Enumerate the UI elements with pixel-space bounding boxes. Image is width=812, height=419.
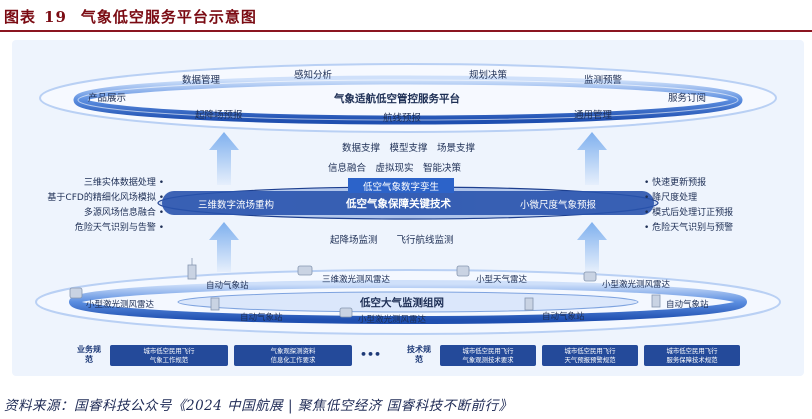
station-label: 自动气象站 bbox=[542, 312, 585, 322]
station-label: 三维激光测风雷达 bbox=[322, 275, 391, 285]
right-bullet: 快速更新预报 bbox=[644, 176, 800, 191]
tech-standards-heading: 技术规范 bbox=[407, 345, 431, 364]
platform-item: 产品展示 bbox=[88, 93, 127, 104]
standard-line: 信息化工作要求 bbox=[270, 355, 316, 364]
right-bullet: 危险天气识别与预警 bbox=[644, 221, 800, 236]
standards-bar: 业务规范 城市低空民用飞行 气象工作规范 气象观探测资料 信息化工作要求 •••… bbox=[74, 344, 742, 367]
right-bullet: 模式后处理订正预报 bbox=[644, 206, 800, 221]
top-platform-title: 气象适航低空管控服务平台 bbox=[334, 93, 460, 105]
station-label: 自动气象站 bbox=[666, 300, 709, 310]
platform-item: 通用管理 bbox=[574, 110, 613, 121]
figure-title: 气象低空服务平台示意图 bbox=[80, 8, 257, 26]
diagram-panel: 数据管理 感知分析 规划决策 监测预警 产品展示 服务订阅 气象适航低空管控服务… bbox=[12, 40, 804, 376]
standard-line: 服务保障技术规范 bbox=[666, 355, 718, 364]
standard-line: 气象工作规范 bbox=[149, 355, 189, 364]
standard-line: 城市低空民用飞行 bbox=[564, 346, 616, 355]
bottom-network-title: 低空大气监测组网 bbox=[360, 297, 444, 309]
diagram-graphics bbox=[35, 63, 781, 335]
platform-item: 服务订阅 bbox=[668, 93, 707, 104]
more-items-ellipsis: ••• bbox=[360, 348, 382, 361]
standard-line: 城市低空民用飞行 bbox=[462, 346, 514, 355]
business-standards-heading: 业务规范 bbox=[77, 345, 101, 364]
platform-item: 数据管理 bbox=[182, 75, 221, 86]
station-device-icons bbox=[69, 258, 661, 318]
support-line-1: 数据支撑 模型支撑 场景支撑 bbox=[342, 143, 476, 154]
tech-standard-item: 城市低空民用飞行 气象观测技术要求 bbox=[440, 345, 536, 366]
station-label: 自动气象站 bbox=[206, 281, 249, 291]
station-label: 自动气象站 bbox=[240, 313, 283, 323]
left-bullet-list: 三维实体数据处理 基于CFD的精细化风场模拟 多源风场信息融合 危险天气识别与告… bbox=[28, 176, 164, 236]
core-tech-band bbox=[157, 186, 659, 220]
platform-item: 规划决策 bbox=[469, 70, 508, 81]
standard-line: 城市低空民用飞行 bbox=[143, 346, 195, 355]
figure-caption: 图表 19 气象低空服务平台示意图 bbox=[4, 6, 257, 28]
support-line-2: 信息融合 虚拟现实 智能决策 bbox=[328, 163, 462, 174]
figure-number-label: 图表 bbox=[4, 8, 37, 26]
platform-item: 监测预警 bbox=[584, 75, 623, 86]
station-label: 小型激光测风雷达 bbox=[358, 315, 427, 325]
right-tech-label: 小微尺度气象预报 bbox=[520, 200, 597, 211]
right-bullet-list: 快速更新预报 降尺度处理 模式后处理订正预报 危险天气识别与预警 bbox=[644, 176, 800, 236]
left-tech-label: 三维数字流场重构 bbox=[198, 200, 275, 211]
standard-line: 城市低空民用飞行 bbox=[666, 346, 718, 355]
figure-number: 19 bbox=[44, 8, 67, 26]
standard-line: 气象观测技术要求 bbox=[462, 355, 514, 364]
platform-item: 感知分析 bbox=[294, 70, 333, 81]
caption-divider bbox=[0, 30, 812, 32]
tech-standard-item: 城市低空民用飞行 天气预报预警规范 bbox=[542, 345, 638, 366]
station-label: 小型激光测风雷达 bbox=[86, 300, 155, 310]
station-label: 小型天气雷达 bbox=[476, 275, 528, 285]
core-tech-label: 低空气象保障关键技术 bbox=[346, 198, 451, 210]
platform-item: 航线预报 bbox=[383, 113, 422, 124]
left-bullet: 三维实体数据处理 bbox=[28, 176, 164, 191]
bottom-network-ring bbox=[35, 269, 781, 335]
business-standard-item: 气象观探测资料 信息化工作要求 bbox=[234, 345, 352, 366]
right-bullet: 降尺度处理 bbox=[644, 191, 800, 206]
source-note: 资料来源：国睿科技公众号《2024 中国航展 | 聚焦低空经济 国睿科技不断前行… bbox=[4, 398, 513, 414]
left-bullet: 多源风场信息融合 bbox=[28, 206, 164, 221]
station-label: 小型激光测风雷达 bbox=[602, 280, 671, 290]
monitor-line: 起降场监测 飞行航线监测 bbox=[330, 235, 454, 246]
tech-standard-item: 城市低空民用飞行 服务保障技术规范 bbox=[644, 345, 740, 366]
top-platform-ring bbox=[39, 63, 777, 133]
upward-arrows bbox=[209, 132, 607, 272]
business-standard-item: 城市低空民用飞行 气象工作规范 bbox=[110, 345, 228, 366]
platform-item: 起降场预报 bbox=[195, 110, 243, 121]
digital-twin-box: 低空气象数字孪生 bbox=[348, 178, 454, 193]
left-bullet: 基于CFD的精细化风场模拟 bbox=[28, 191, 164, 206]
left-bullet: 危险天气识别与告警 bbox=[28, 221, 164, 236]
standard-line: 气象观探测资料 bbox=[270, 346, 316, 355]
standard-line: 天气预报预警规范 bbox=[564, 355, 616, 364]
